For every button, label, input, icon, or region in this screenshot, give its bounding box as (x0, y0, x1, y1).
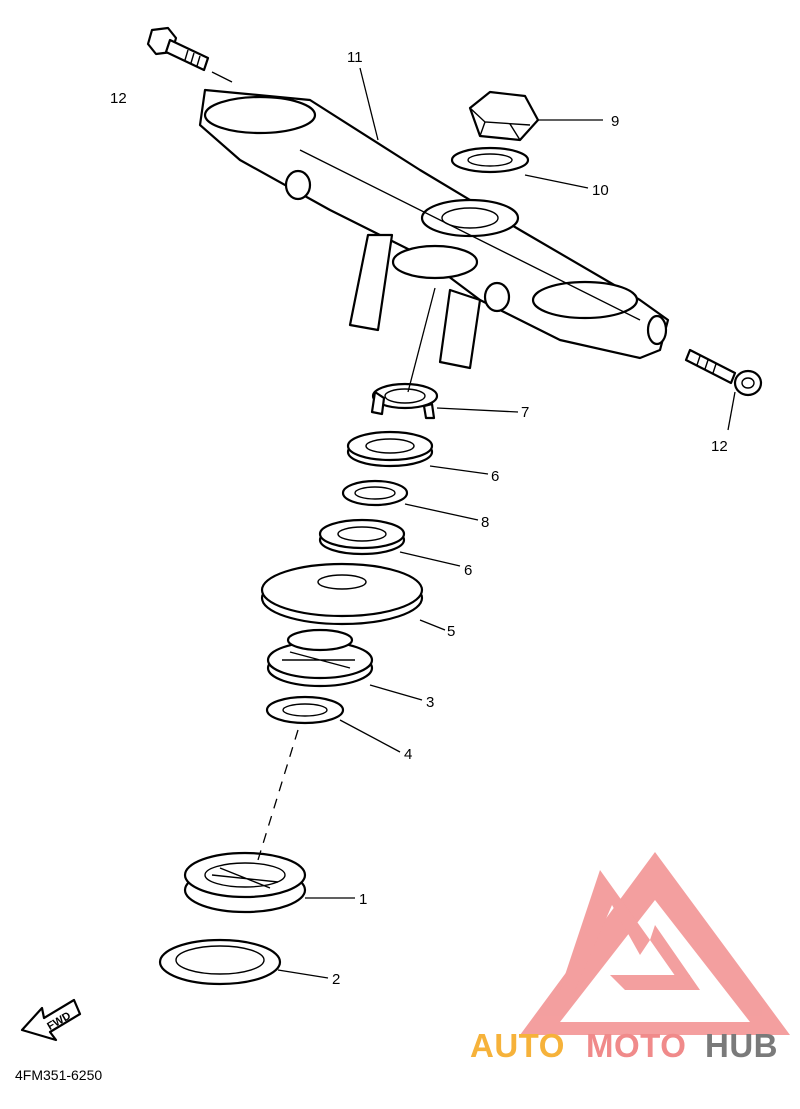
label-5: 5 (447, 623, 455, 640)
upper-bracket-11 (198, 88, 670, 370)
label-11: 11 (347, 49, 363, 66)
label-6-upper: 6 (491, 468, 499, 485)
watermark-moto: MOTO (586, 1027, 686, 1064)
seal-4 (265, 695, 345, 725)
assembly-axis-line (257, 287, 436, 861)
part-labels: 12 11 9 10 7 12 6 8 6 5 3 4 1 2 (110, 49, 728, 988)
watermark-text: AUTO MOTO HUB (470, 1027, 778, 1064)
label-8: 8 (481, 514, 489, 531)
race-2 (158, 938, 282, 986)
lock-washer-7 (370, 382, 439, 420)
label-12-right: 12 (711, 438, 728, 455)
fwd-label: FWD (45, 1010, 73, 1033)
washer-10 (450, 146, 530, 174)
cover-5 (260, 562, 424, 626)
watermark-logo (520, 852, 790, 1035)
label-2: 2 (332, 971, 340, 988)
leader-lines (211, 67, 736, 979)
label-7: 7 (521, 404, 529, 421)
ring-nut-6-upper (346, 430, 434, 468)
label-1: 1 (359, 891, 367, 908)
label-9: 9 (611, 113, 619, 130)
watermark-m-icon (560, 870, 650, 990)
diagram-code: 4FM351-6250 (15, 1067, 102, 1083)
washer-8 (341, 479, 409, 507)
watermark-g-icon (610, 925, 700, 990)
label-4: 4 (404, 746, 412, 763)
watermark-hub: HUB (705, 1027, 778, 1064)
bolt-12-left (146, 26, 210, 72)
ring-nut-6-lower (318, 518, 406, 556)
label-6-lower: 6 (464, 562, 472, 579)
bolt-12-right (684, 348, 763, 397)
label-3: 3 (426, 694, 434, 711)
label-10: 10 (592, 182, 609, 199)
nut-9 (468, 90, 540, 142)
watermark-auto: AUTO (470, 1027, 565, 1064)
bearing-1 (183, 851, 307, 914)
watermark-triangle-icon (520, 852, 790, 1035)
fwd-arrow-icon: FWD (20, 998, 82, 1042)
label-12-left: 12 (110, 90, 127, 107)
bearing-3 (266, 628, 374, 688)
